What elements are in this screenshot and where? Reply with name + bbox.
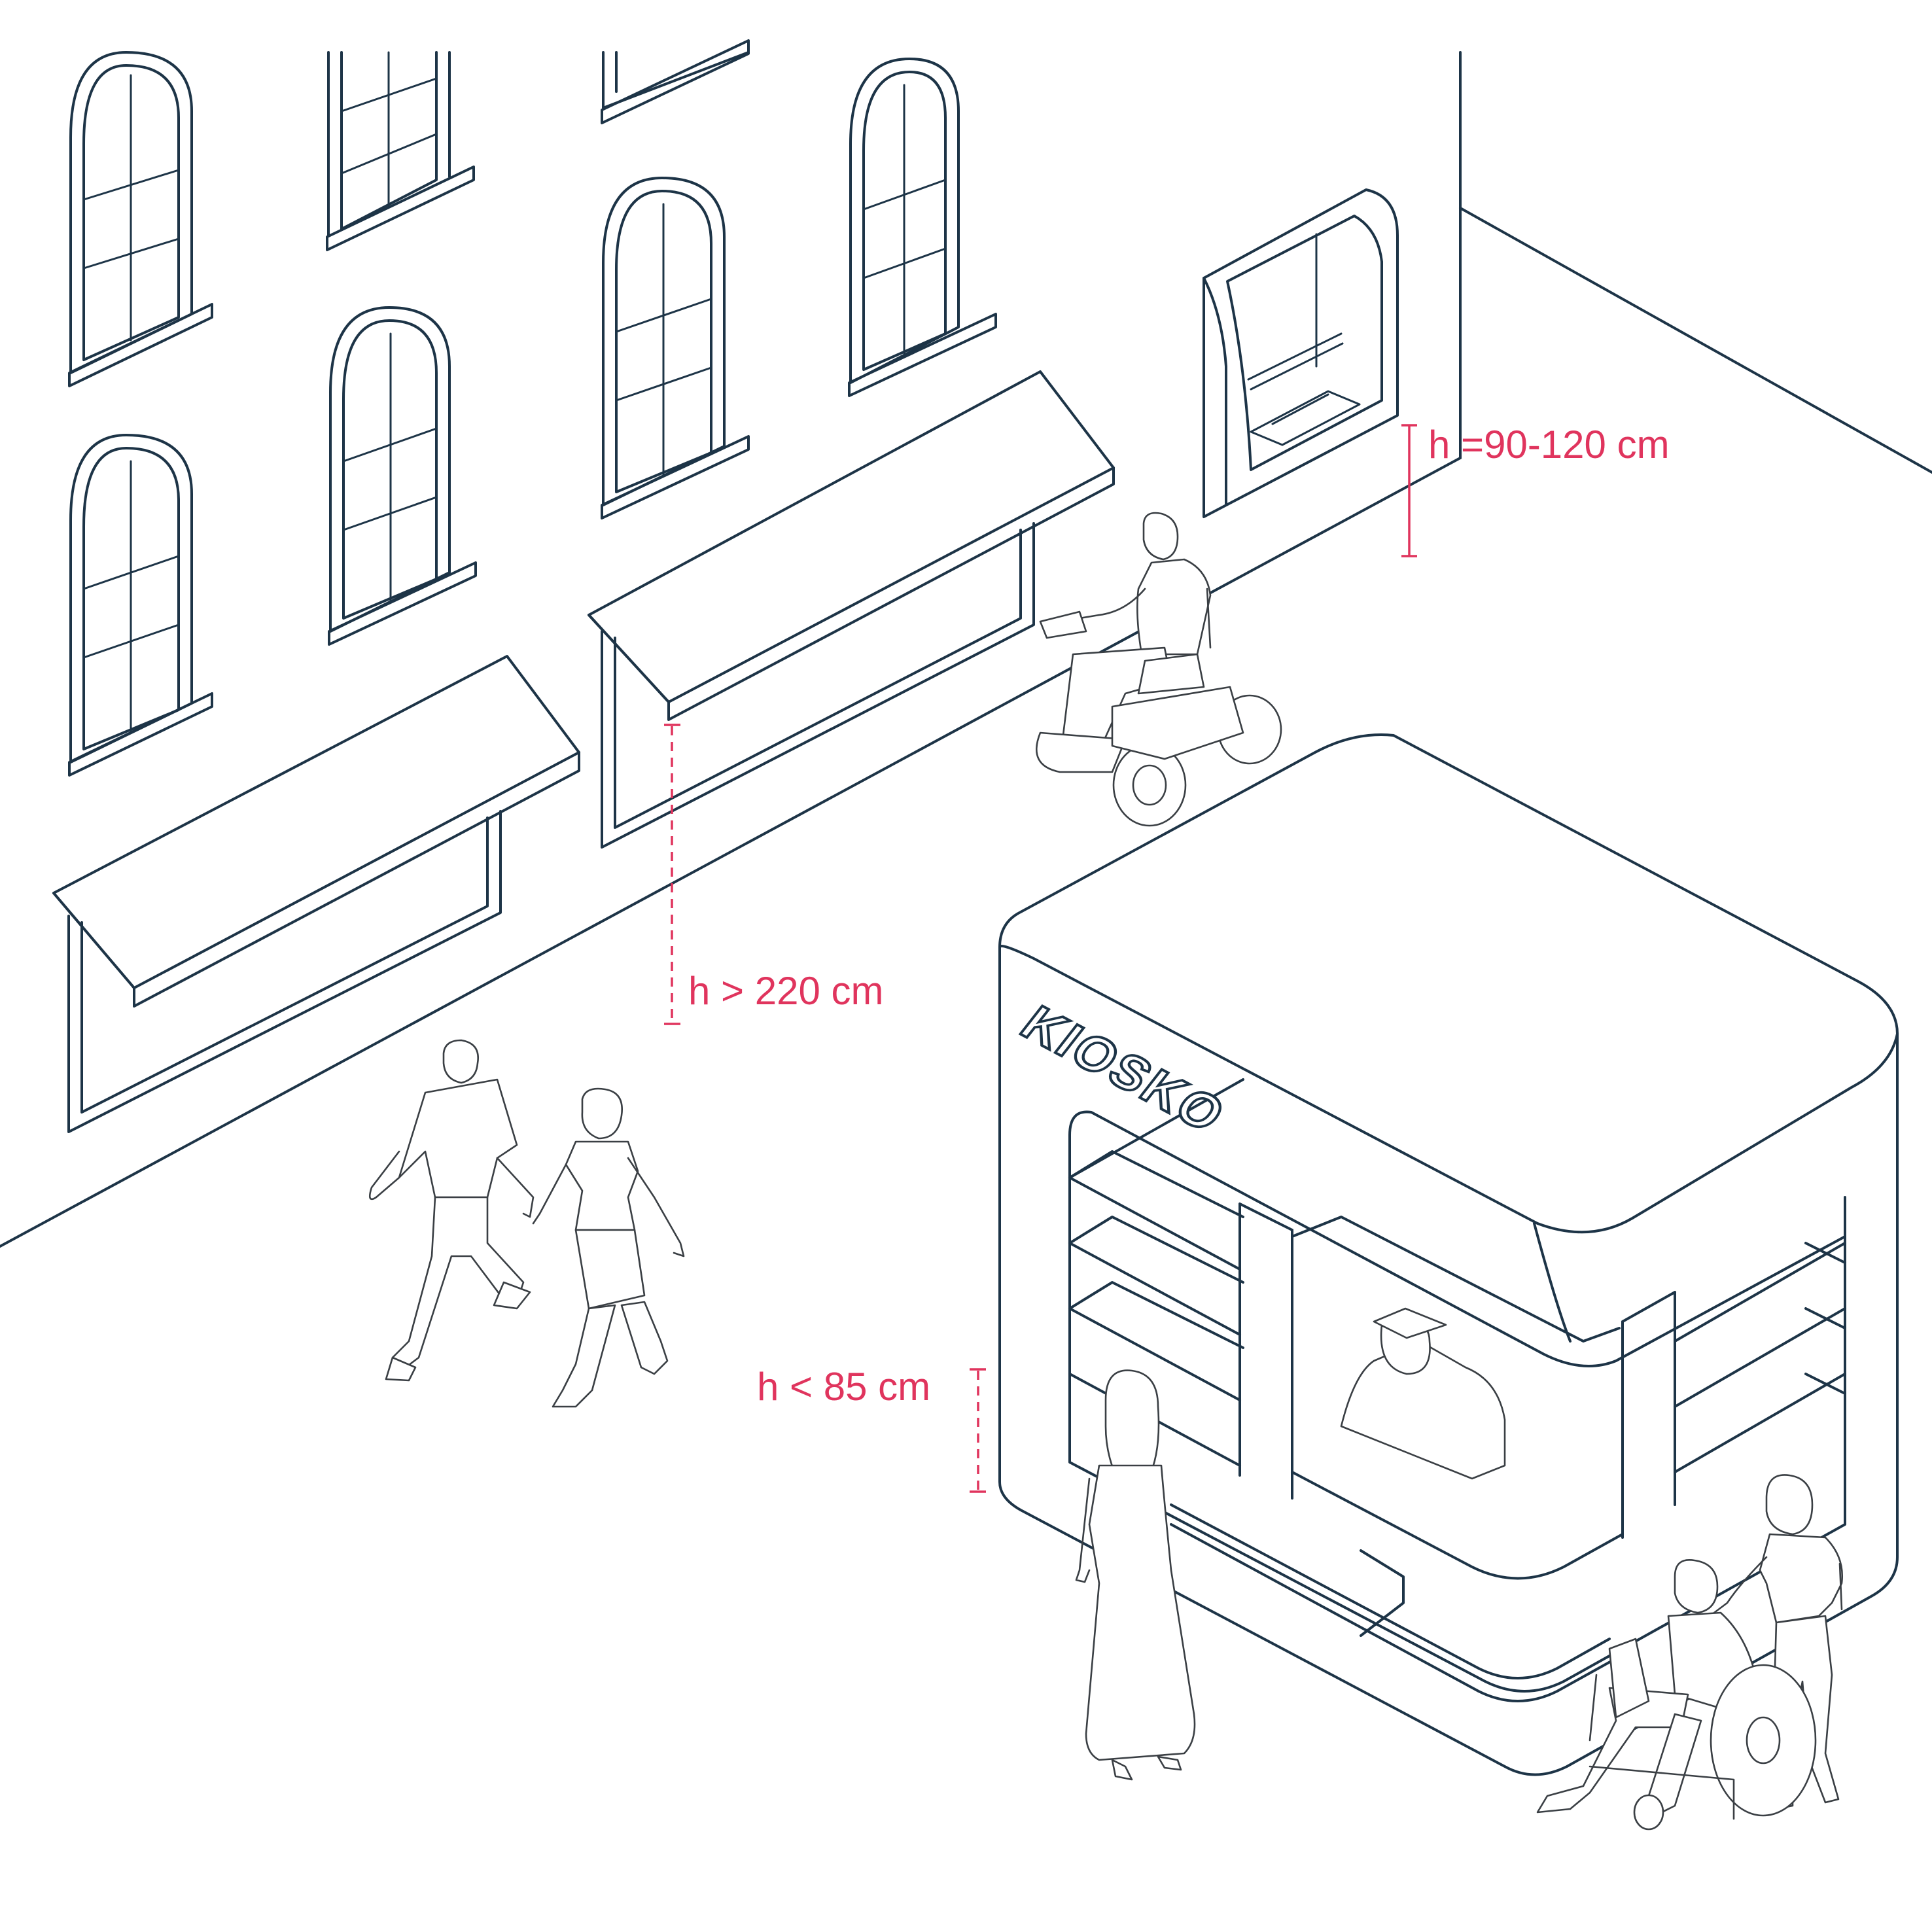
person-wheelchair-with-companion xyxy=(1536,1474,1843,1831)
person-powered-wheelchair xyxy=(1036,512,1282,827)
measure-atm-height: h =90-120 cm xyxy=(1401,423,1670,557)
arched-windows xyxy=(68,39,997,777)
shop-front-left xyxy=(52,655,580,1133)
window xyxy=(68,51,213,387)
kiosk-vendor xyxy=(1340,1307,1506,1480)
measure-counter-height: h < 85 cm xyxy=(757,1365,986,1493)
kiosk-shelves-right xyxy=(1621,1242,1846,1539)
person-standing-at-counter xyxy=(1075,1369,1196,1781)
couple-walking xyxy=(368,1039,685,1408)
measure-counter-label: h < 85 cm xyxy=(757,1365,930,1409)
kiosk: KIOSKO xyxy=(998,733,1899,1776)
shop-front-right xyxy=(588,370,1115,849)
window xyxy=(326,51,475,251)
measure-awning-label: h > 220 cm xyxy=(688,969,884,1013)
atm-machine xyxy=(1203,188,1399,518)
window xyxy=(68,434,213,777)
window xyxy=(601,177,750,519)
measure-awning-clearance: h > 220 cm xyxy=(664,724,884,1025)
window xyxy=(848,58,997,397)
kiosk-shelves-left xyxy=(1068,1078,1293,1500)
window xyxy=(328,306,477,646)
window xyxy=(601,39,750,124)
building-facade xyxy=(0,51,1932,1248)
measure-atm-label: h =90-120 cm xyxy=(1428,423,1670,466)
